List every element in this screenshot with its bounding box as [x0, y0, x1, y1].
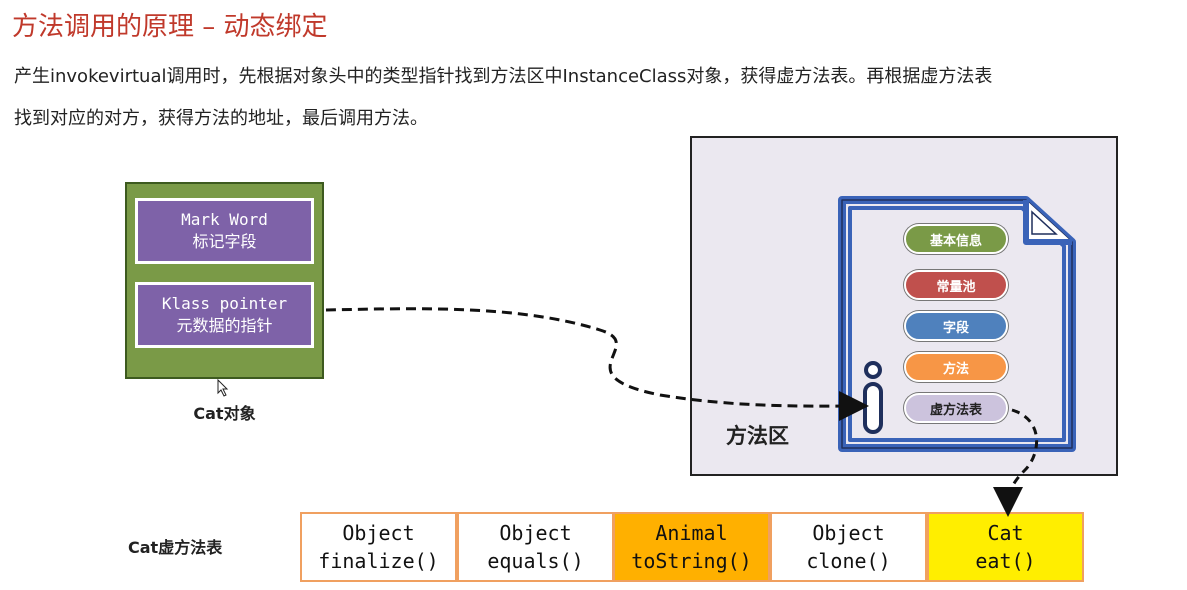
- mouse-cursor-icon: [217, 378, 229, 397]
- vtable-cell-method: eat(): [975, 549, 1036, 573]
- vtable-cell-owner: Animal: [655, 521, 728, 545]
- description-line-2: 找到对应的对方，获得方法的地址，最后调用方法。: [14, 108, 428, 129]
- vtable-cell: Cat eat(): [927, 512, 1084, 582]
- entry-methods: 方法: [904, 352, 1008, 382]
- vtable-cell-owner: Object: [342, 521, 415, 545]
- klass-pointer-desc: 元数据的指针: [176, 316, 273, 335]
- description-line-1: 产生invokevirtual调用时，先根据对象头中的类型指针找到方法区中Ins…: [14, 66, 993, 87]
- vtable-label: Cat虚方法表: [128, 538, 223, 557]
- entry-constant-pool-label: 常量池: [936, 279, 976, 295]
- entry-constant-pool: 常量池: [904, 270, 1008, 300]
- info-icon: [863, 361, 883, 434]
- mark-word-name: Mark Word: [181, 210, 268, 229]
- entry-fields: 字段: [904, 311, 1008, 341]
- cat-object-box: Mark Word 标记字段 Klass pointer 元数据的指针: [125, 182, 324, 379]
- vtable-cell-owner: Object: [499, 521, 572, 545]
- vtable-cell-method: clone(): [806, 549, 891, 573]
- mark-word-desc: 标记字段: [192, 232, 257, 251]
- vtable-cell-method: toString(): [631, 549, 752, 573]
- klass-pointer-name: Klass pointer: [161, 294, 288, 313]
- vtable-cell-owner: Cat: [987, 521, 1024, 545]
- page-title: 方法调用的原理 – 动态绑定: [12, 12, 328, 42]
- klass-pointer-field: Klass pointer 元数据的指针: [135, 282, 314, 348]
- vtable-cell-method: equals(): [487, 549, 584, 573]
- entry-fields-label: 字段: [942, 320, 969, 336]
- vtable-cell: Object clone(): [770, 512, 927, 582]
- entry-vtable-label: 虚方法表: [929, 402, 982, 418]
- vtable-cell: Animal toString(): [613, 512, 770, 582]
- vtable-cell: Object equals(): [457, 512, 614, 582]
- cat-object-label: Cat对象: [193, 404, 256, 423]
- vtable-cell-method: finalize(): [318, 549, 439, 573]
- entry-basic-info-label: 基本信息: [929, 233, 982, 249]
- method-area-box: [690, 136, 1118, 476]
- entry-vtable: 虚方法表: [904, 393, 1008, 423]
- entry-basic-info: 基本信息: [904, 224, 1008, 254]
- mark-word-field: Mark Word 标记字段: [135, 198, 314, 264]
- vtable-cell-owner: Object: [812, 521, 885, 545]
- vtable-cell: Object finalize(): [300, 512, 457, 582]
- method-area-label: 方法区: [726, 424, 789, 448]
- entry-methods-label: 方法: [942, 361, 969, 377]
